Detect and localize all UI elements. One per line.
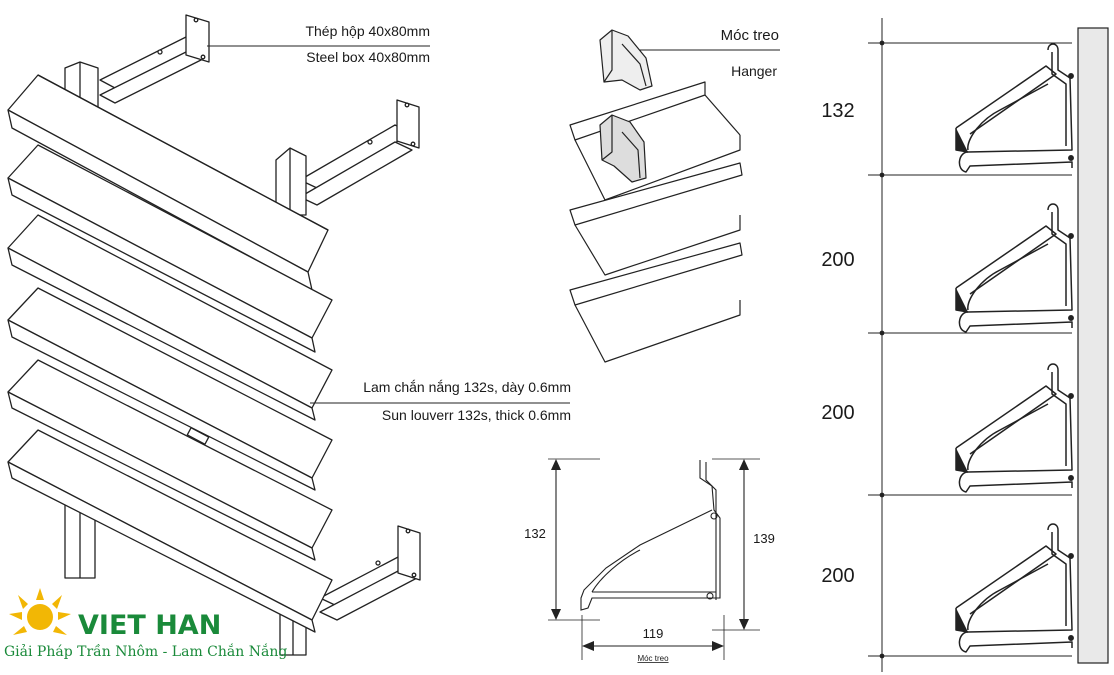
- louver-profile-2: [955, 203, 1074, 333]
- steel-arm-middle: [299, 99, 420, 206]
- logo-tagline: Giải Pháp Trần Nhôm - Lam Chắn Nắng: [4, 642, 287, 660]
- detail-blade-2: [569, 162, 743, 276]
- louver-blade-2: [7, 144, 333, 353]
- elevation-view: 132 200 200 200: [821, 18, 1109, 672]
- hanger-top: [599, 29, 653, 91]
- spacing-4: 200: [821, 565, 854, 587]
- wall: [1077, 27, 1109, 664]
- detail-blade-3: [569, 242, 743, 363]
- steel-box-label-vi: Thép hộp 40x80mm: [305, 23, 430, 39]
- louver-blade-5: [7, 359, 333, 561]
- hanger-caption: Móc treo: [637, 654, 669, 663]
- louver-profile-3: [955, 363, 1074, 493]
- hanger-label-vi: Móc treo: [721, 27, 779, 44]
- louver-blade-3: [7, 214, 333, 421]
- louver-blade-6: [7, 429, 333, 633]
- spacing-2: 200: [821, 249, 854, 271]
- louver-profile-4: [955, 523, 1074, 653]
- callout-lines: [207, 45, 780, 404]
- hanger-label-en: Hanger: [731, 63, 777, 79]
- steel-arm-bottom: [319, 525, 421, 621]
- louver-label-vi: Lam chắn nắng 132s, dày 0.6mm: [363, 379, 571, 395]
- steel-arm-top: [99, 14, 210, 104]
- hanger-height-right: 139: [753, 531, 775, 546]
- hanger-profile: 132 139 119 Móc treo: [524, 458, 775, 663]
- hanger-width: 119: [643, 626, 664, 641]
- viet-han-logo: VIET HAN Giải Pháp Trần Nhôm - Lam Chắn …: [4, 588, 287, 660]
- louver-profile-1: [955, 43, 1074, 173]
- steel-box-label-en: Steel box 40x80mm: [306, 49, 430, 65]
- spacing-axis: [868, 18, 1072, 672]
- sun-icon: [9, 588, 71, 635]
- logo-name: VIET HAN: [78, 610, 221, 641]
- isometric-assembly: [7, 14, 421, 656]
- hanger-detail-view: [569, 29, 743, 363]
- hanger-height-left: 132: [524, 526, 546, 541]
- hanger-middle: [599, 114, 647, 183]
- spacing-3: 200: [821, 402, 854, 424]
- spacing-1: 132: [821, 100, 854, 122]
- louver-blade-4: [7, 287, 333, 491]
- louver-label-en: Sun louverr 132s, thick 0.6mm: [382, 407, 571, 423]
